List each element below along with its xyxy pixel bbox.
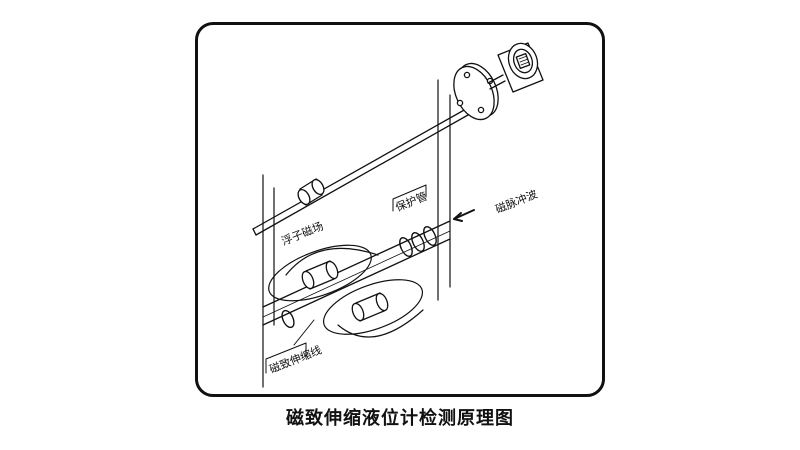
diagram-frame: 浮子磁场 保护管 磁脉冲波 磁致伸缩线	[195, 22, 605, 397]
figure-caption: 磁致伸缩液位计检测原理图	[286, 408, 514, 429]
neck	[487, 74, 504, 84]
flange	[453, 62, 499, 121]
rod-float	[297, 178, 325, 206]
probe-rod	[252, 108, 469, 236]
neck-lower	[489, 80, 506, 90]
magnetostrictive-principle-illustration	[252, 42, 544, 388]
float-upper	[301, 260, 339, 290]
pulse-arrow	[453, 209, 475, 222]
tube-rings	[281, 225, 437, 329]
float-lower	[351, 292, 389, 322]
magnetic-field-loops	[268, 244, 424, 338]
transmitter-head	[497, 42, 544, 93]
label-leaders	[265, 184, 427, 374]
tank-wall-lines	[262, 79, 451, 388]
